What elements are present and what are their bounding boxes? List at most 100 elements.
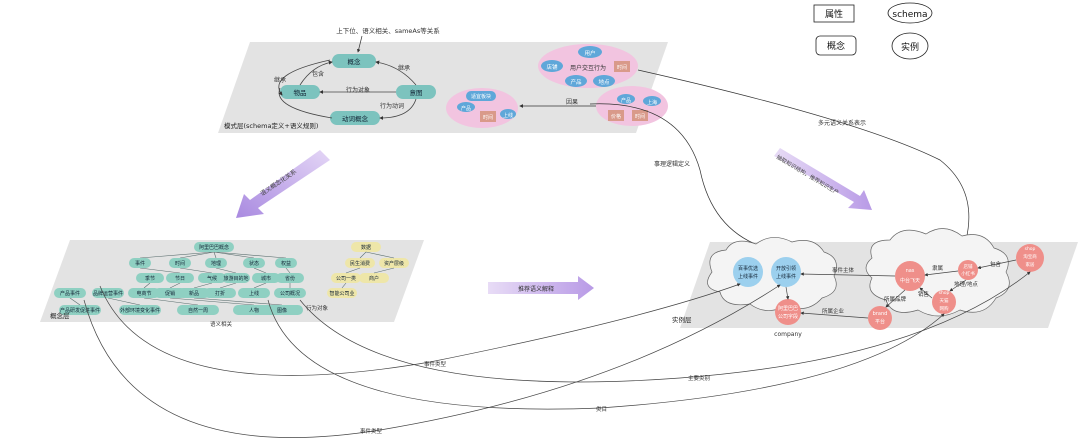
svg-text:公司字段: 公司字段 bbox=[778, 313, 798, 320]
concept-edge bbox=[213, 251, 217, 259]
svg-text:上线: 上线 bbox=[503, 112, 513, 119]
svg-text:事件类型: 事件类型 bbox=[424, 360, 447, 368]
concept-edge bbox=[373, 267, 395, 274]
svg-text:因果: 因果 bbox=[566, 99, 578, 106]
user-behavior-cluster bbox=[538, 44, 638, 88]
svg-text:nas: nas bbox=[906, 268, 915, 274]
concept-row2-node bbox=[276, 273, 304, 283]
concept-row2-node bbox=[252, 273, 280, 283]
svg-text:schema: schema bbox=[892, 10, 927, 20]
concept-row2-node-label: 季节 bbox=[145, 275, 155, 282]
concept-row2-node-label: 节日 bbox=[175, 276, 185, 282]
svg-text:意图: 意图 bbox=[410, 88, 423, 97]
concept-row3-node bbox=[238, 288, 270, 298]
svg-text:动词概念: 动词概念 bbox=[342, 114, 369, 123]
concept-row4-node bbox=[261, 305, 303, 315]
legend-instance bbox=[891, 32, 929, 60]
svg-text:继承: 继承 bbox=[398, 64, 410, 72]
concept-row1-node-label: 地理 bbox=[211, 260, 221, 267]
svg-text:属性: 属性 bbox=[825, 8, 843, 20]
concept-right-node-label: 资产层级 bbox=[384, 260, 404, 267]
svg-text:shop: shop bbox=[939, 290, 950, 296]
svg-text:包含: 包含 bbox=[312, 70, 324, 78]
concept-nodes: 阿里巴巴概念事件时间地理状态权益季节节日气候旅游目的地城市省份产品事件品牌运营事… bbox=[54, 242, 409, 315]
shop-top-instance bbox=[1016, 244, 1044, 272]
svg-text:包含: 包含 bbox=[990, 260, 1002, 268]
concept-edge bbox=[215, 267, 237, 274]
store-b-instance bbox=[932, 290, 956, 314]
svg-text:概念: 概念 bbox=[348, 57, 362, 66]
concept-right-node bbox=[379, 258, 409, 268]
concept-row1-node bbox=[243, 258, 265, 268]
concept-edge bbox=[213, 251, 255, 259]
concept-edge bbox=[365, 251, 395, 259]
concept-row2-node bbox=[198, 273, 226, 283]
legend-schema bbox=[887, 2, 933, 24]
svg-text:上线事件: 上线事件 bbox=[776, 273, 796, 280]
svg-text:平台: 平台 bbox=[875, 318, 885, 325]
svg-text:shop: shop bbox=[1025, 246, 1036, 252]
svg-text:概念: 概念 bbox=[827, 40, 845, 52]
concept-row4-node-label: 人物 bbox=[249, 307, 259, 314]
svg-text:网购: 网购 bbox=[940, 305, 949, 312]
concept-row1-node bbox=[129, 258, 151, 268]
concept-edge bbox=[213, 251, 287, 259]
svg-text:事件类型: 事件类型 bbox=[360, 427, 383, 435]
concept-edge bbox=[359, 251, 367, 259]
svg-text:店铺: 店铺 bbox=[964, 263, 973, 270]
svg-text:店铺: 店铺 bbox=[546, 63, 558, 71]
concept-edge bbox=[139, 267, 181, 274]
concept-edge bbox=[341, 282, 347, 289]
svg-text:用户交互行为: 用户交互行为 bbox=[570, 64, 606, 72]
svg-text:事理逻辑定义: 事理逻辑定义 bbox=[654, 160, 690, 168]
concept-row3-node-label: 上线 bbox=[249, 290, 259, 297]
concept-right-node bbox=[351, 242, 381, 252]
concept-edge bbox=[169, 297, 255, 306]
concept-row2-node bbox=[166, 273, 194, 283]
concept-row4-node bbox=[59, 305, 101, 315]
left-event-instance bbox=[733, 257, 763, 287]
concept-row1-node-label: 状态 bbox=[249, 260, 259, 267]
item-node bbox=[280, 85, 320, 99]
concept-edge bbox=[345, 267, 361, 274]
svg-text:适宜板块: 适宜板块 bbox=[471, 93, 491, 100]
svg-text:小红书: 小红书 bbox=[961, 270, 975, 277]
concept-row2-node-label: 气候 bbox=[207, 275, 217, 282]
svg-text:开放引领: 开放引领 bbox=[776, 265, 796, 272]
svg-text:多元语义关系表示: 多元语义关系表示 bbox=[818, 119, 866, 127]
concept-edge bbox=[193, 282, 213, 289]
concept-right-node bbox=[327, 288, 357, 298]
action-concept-node bbox=[330, 111, 380, 125]
concept-right-node-label: 民生消费 bbox=[350, 260, 370, 267]
concept-row3-node-label: 打折 bbox=[215, 290, 225, 297]
svg-text:隶属: 隶属 bbox=[932, 264, 943, 272]
concept-right-node bbox=[331, 273, 361, 283]
svg-text:company: company bbox=[774, 331, 802, 338]
concept-row1-node bbox=[205, 258, 227, 268]
concept-row2-node bbox=[222, 273, 250, 283]
intent-node bbox=[396, 85, 436, 99]
svg-text:地点: 地点 bbox=[598, 78, 610, 86]
concept-edge bbox=[219, 282, 237, 289]
svg-text:类目: 类目 bbox=[596, 405, 607, 413]
svg-text:地理/地点: 地理/地点 bbox=[954, 280, 978, 288]
concept-right-node bbox=[359, 273, 389, 283]
svg-text:产品: 产品 bbox=[461, 105, 471, 112]
concept-edge bbox=[253, 267, 267, 274]
concept-row3-node bbox=[154, 288, 186, 298]
svg-text:家居: 家居 bbox=[1026, 261, 1035, 268]
svg-text:时间: 时间 bbox=[635, 113, 645, 120]
svg-text:淘宝商: 淘宝商 bbox=[1023, 253, 1037, 260]
svg-text:物品: 物品 bbox=[294, 88, 307, 97]
concept-row1-node bbox=[169, 258, 191, 268]
concept-edge bbox=[169, 282, 181, 289]
svg-text:产品: 产品 bbox=[570, 78, 582, 86]
concept-row4-node bbox=[177, 305, 219, 315]
concept-right-node-label: 商户 bbox=[369, 275, 379, 282]
concept-row3-node bbox=[92, 288, 124, 298]
svg-text:上海: 上海 bbox=[647, 99, 657, 106]
schema-caption: 模式层(schema定义+语义规则) bbox=[224, 121, 318, 130]
concept-edge bbox=[179, 267, 213, 274]
concept-right-node-label: 数据 bbox=[361, 244, 371, 251]
svg-text:百事优选: 百事优选 bbox=[738, 265, 758, 272]
